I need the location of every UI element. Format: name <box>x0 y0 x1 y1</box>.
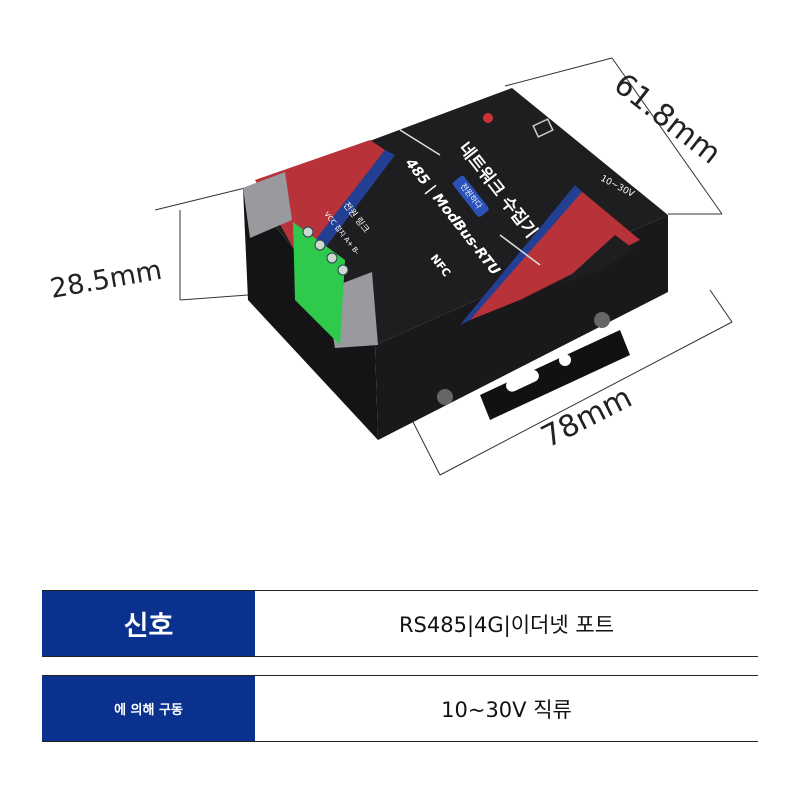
height-dimension-label: 28.5mm <box>48 255 164 305</box>
spec-label: 에 의해 구동 <box>42 676 255 741</box>
blue-stripe-right <box>460 185 582 325</box>
brand-logo <box>483 113 493 123</box>
spec-label: 신호 <box>42 591 255 656</box>
screw-right <box>594 312 610 328</box>
blue-stripe-left <box>300 150 395 268</box>
product-image: 61.8mm 28.5mm 78mm 네트워크 수집기 전원하다 485 | M… <box>48 57 733 476</box>
red-stripe-left <box>255 140 385 260</box>
dimension-lines <box>154 57 733 476</box>
spec-value: RS485|4G|이더넷 포트 <box>398 612 615 637</box>
dark-notch <box>560 235 635 285</box>
mounting-bracket <box>480 330 630 420</box>
spec-row-power: 에 의해 구동 10~30V 직류 <box>42 675 758 742</box>
ethernet-icon <box>532 118 554 138</box>
red-stripe-right <box>470 190 640 320</box>
spec-value: 10~30V 직류 <box>441 697 572 722</box>
device-badge <box>452 175 489 217</box>
depth-dimension-label: 61.8mm <box>607 67 727 172</box>
spec-row-signal: 신호 RS485|4G|이더넷 포트 <box>42 590 758 657</box>
screw-left <box>437 389 453 405</box>
terminal-screws <box>302 226 349 276</box>
device-body <box>243 88 668 440</box>
metal-cap-top <box>243 172 292 238</box>
